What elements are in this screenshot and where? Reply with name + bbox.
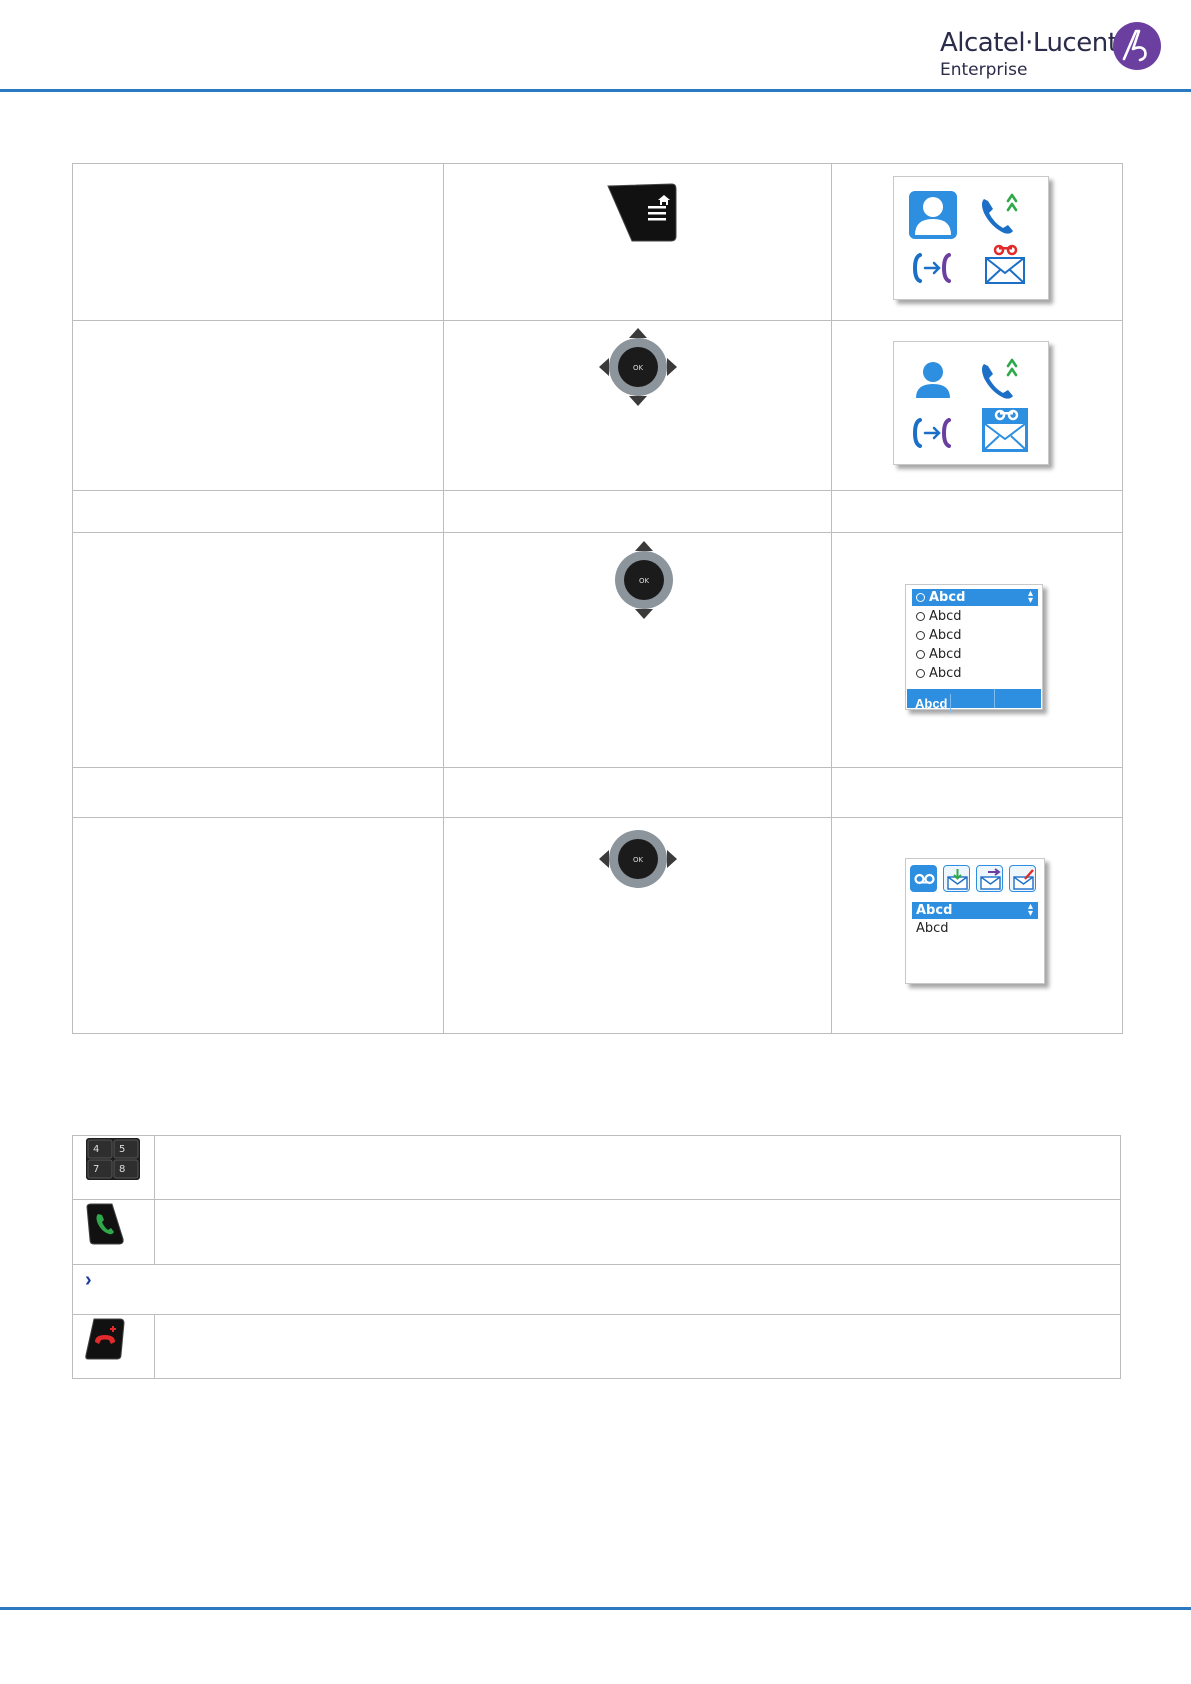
header-divider [0,89,1191,92]
softkey-button[interactable] [995,689,1039,708]
dial-keypad-icon[interactable]: 4 5 7 8 [86,1138,140,1180]
table-row [72,1314,1121,1379]
step-screen-cell: Abcd ▴▾ Abcd [831,817,1123,1034]
brand-name: Alcatel·Lucent [940,28,1118,58]
chevron-right-icon: › [85,1269,92,1291]
step-description-cell [72,490,444,533]
contacts-icon[interactable] [916,362,950,398]
main-menu-selected-screen [893,341,1049,465]
list-item[interactable]: Abcd [912,646,1038,663]
up-down-arrows-icon: ▴▾ [1027,588,1033,606]
radio-icon [916,612,925,621]
off-hook-green-key-icon[interactable] [84,1203,126,1245]
step-description-cell [72,817,444,1034]
table-row [72,490,1123,533]
compose-mail-tab-icon[interactable] [1009,865,1036,892]
voicemail-icon[interactable] [982,408,1028,452]
step-description-cell [72,163,444,321]
step-screen-cell: Abcd ▴▾ Abcd Abcd Abcd Abcd Abcd [831,532,1123,768]
navigator-up-down-icon[interactable]: OK [607,539,681,621]
table-row [72,767,1123,818]
step-description-cell [72,767,444,818]
step-key-cell [443,767,832,818]
radio-icon [916,650,925,659]
note-cell: › [72,1264,1121,1315]
transfer-icon[interactable] [912,253,951,283]
footer-divider [0,1607,1191,1610]
table-row [72,1199,1121,1265]
key-icon-cell [72,1199,155,1265]
main-menu-screen [893,176,1049,300]
call-log-icon[interactable] [982,193,1018,234]
list-item[interactable]: Abcd ▴▾ [912,589,1038,606]
transfer-icon[interactable] [912,418,951,448]
svg-text:OK: OK [639,577,650,585]
key-icon-cell [72,1314,155,1379]
list-item[interactable]: Abcd [916,921,949,936]
navigator-ok-key-icon[interactable]: OK [597,326,679,408]
contacts-icon[interactable] [909,191,957,239]
steps-table: OK [72,163,1123,1034]
step-description-cell [72,320,444,491]
step-screen-cell [831,320,1123,491]
table-row: OK Abcd ▴▾ Abcd Abcd Abcd Abcd [72,532,1123,768]
table-row: OK [72,320,1123,491]
step-key-cell: OK [443,532,832,768]
step-key-cell: OK [443,320,832,491]
voicemail-tab-icon[interactable] [910,865,937,892]
voicemail-screen: Abcd ▴▾ Abcd [905,858,1045,984]
call-log-icon[interactable] [982,358,1018,399]
svg-text:8: 8 [119,1164,125,1175]
step-key-cell: OK [443,817,832,1034]
key-icon-cell: 4 5 7 8 [72,1135,155,1200]
table-row [72,163,1123,321]
list-item[interactable]: Abcd [912,665,1038,682]
svg-text:OK: OK [633,856,644,864]
step-key-cell [443,490,832,533]
table-row: 4 5 7 8 [72,1135,1121,1200]
radio-icon [916,593,925,602]
radio-icon [916,669,925,678]
voicemail-icon[interactable] [985,244,1025,284]
list-item[interactable]: Abcd [912,627,1038,644]
step-screen-cell [831,163,1123,321]
key-description-cell [154,1314,1121,1379]
table-row: › [72,1264,1121,1315]
list-item[interactable]: Abcd ▴▾ [912,902,1038,919]
table-row: OK [72,817,1123,1034]
svg-text:OK: OK [633,364,644,372]
forward-mail-tab-icon[interactable] [976,865,1003,892]
softkey-button[interactable] [951,689,995,708]
key-description-cell [154,1135,1121,1200]
keys-table: 4 5 7 8 › [72,1135,1121,1379]
navigator-left-right-icon[interactable]: OK [597,826,679,892]
brand-logo: Alcatel·Lucent Enterprise [940,18,1170,86]
key-description-cell [154,1199,1121,1265]
svg-text:7: 7 [93,1164,99,1175]
list-screen: Abcd ▴▾ Abcd Abcd Abcd Abcd Abcd [905,584,1043,713]
inbox-tab-icon[interactable] [943,865,970,892]
step-description-cell [72,532,444,768]
step-screen-cell [831,490,1123,533]
up-down-arrows-icon: ▴▾ [1027,901,1033,919]
list-item[interactable]: Abcd [912,608,1038,625]
step-key-cell [443,163,832,321]
svg-text:5: 5 [119,1144,125,1155]
brand-subtitle: Enterprise [940,60,1028,80]
radio-icon [916,631,925,640]
softkey-bar: Abcd [907,689,1041,713]
softkey-button[interactable]: Abcd [907,694,951,713]
hang-up-red-key-icon[interactable] [84,1318,126,1360]
step-screen-cell [831,767,1123,818]
svg-text:4: 4 [93,1144,99,1155]
alcatel-lucent-logo-icon [1113,22,1161,70]
menu-home-key-icon[interactable] [604,181,678,245]
